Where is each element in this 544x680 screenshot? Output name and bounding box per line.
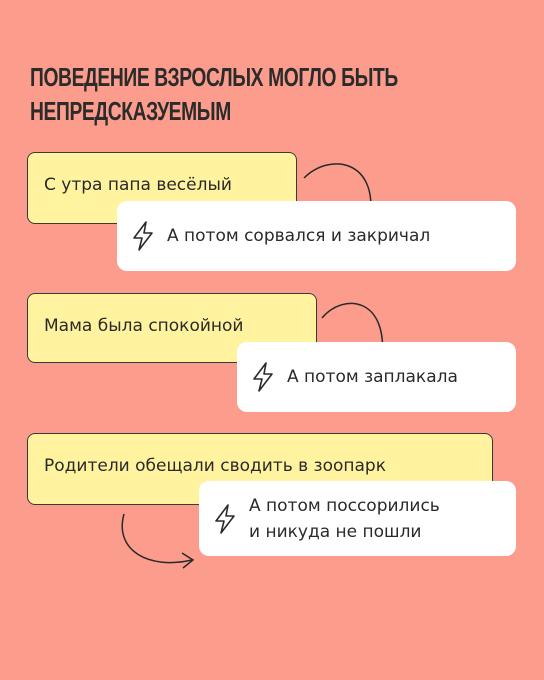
example-1-after-card: А потом сорвался и закричал [117, 201, 516, 271]
example-3-after-text: А потом поссорились и никуда не пошли [249, 493, 440, 545]
example-3-before-text: Родители обещали сводить в зоопарк [44, 456, 386, 476]
example-3-after-line-1: А потом поссорились [249, 495, 440, 516]
example-1-before-text: С утра папа весёлый [44, 175, 232, 195]
page-title: ПОВЕДЕНИЕ ВЗРОСЛЫХ МОГЛО БЫТЬ НЕПРЕДСКАЗ… [30, 60, 444, 128]
example-2-after-card: А потом заплакала [237, 342, 516, 412]
lightning-icon [253, 362, 273, 392]
title-line-1: ПОВЕДЕНИЕ ВЗРОСЛЫХ МОГЛО БЫТЬ [30, 62, 398, 92]
example-3-after-card: А потом поссорились и никуда не пошли [199, 481, 516, 556]
lightning-icon [133, 221, 153, 251]
lightning-icon [215, 503, 235, 534]
curved-arrow-icon [121, 513, 195, 569]
example-1-after-text: А потом сорвался и закричал [167, 226, 431, 246]
example-2-before-text: Мама была спокойной [44, 316, 244, 336]
title-line-2: НЕПРЕДСКАЗУЕМЫМ [30, 96, 231, 126]
example-3-after-line-2: и никуда не пошли [249, 521, 422, 542]
example-2-after-text: А потом заплакала [287, 367, 458, 387]
example-2-before-card: Мама была спокойной [27, 293, 317, 363]
